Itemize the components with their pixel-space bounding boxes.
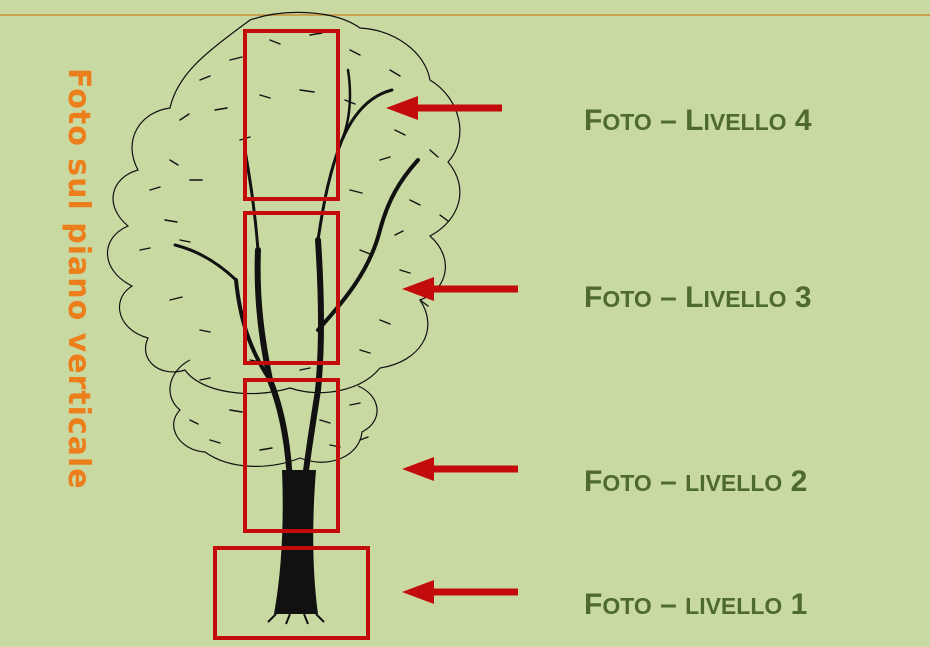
tree-trunk	[274, 470, 318, 614]
arrow-level-3	[402, 277, 518, 301]
label-level-2: FOTO – LIVELLO 2	[584, 465, 808, 498]
tree-leaf-texture	[139, 32, 449, 451]
frame-level-3	[243, 211, 340, 365]
arrow-group	[386, 96, 518, 604]
label-level-1: FOTO – LIVELLO 1	[584, 588, 808, 621]
arrow-level-4	[386, 96, 502, 120]
vertical-title: Foto sul piano verticale	[61, 68, 96, 490]
arrow-level-2	[402, 457, 518, 481]
label-level-3: FOTO – LIVELLO 3	[584, 281, 812, 314]
frame-level-2	[243, 378, 340, 533]
frame-group	[213, 29, 370, 640]
tree-roots	[267, 613, 325, 625]
tree-foliage	[106, 11, 461, 467]
label-level-4: FOTO – LIVELLO 4	[584, 104, 812, 137]
frame-level-4	[243, 29, 340, 201]
arrow-level-1	[402, 580, 518, 604]
frame-level-1	[213, 546, 370, 640]
top-divider	[0, 0, 930, 16]
tree-branches	[173, 68, 420, 523]
